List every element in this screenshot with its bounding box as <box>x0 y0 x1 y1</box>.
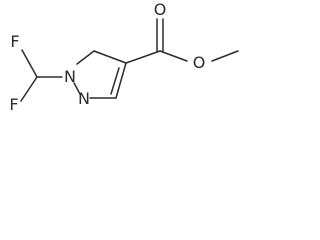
bond-c4-c3-inner <box>110 67 120 95</box>
structure-diagram: F F N N O O <box>9 0 239 114</box>
atom-label-fluorine-bottom: F <box>9 95 18 114</box>
bond-c5-c4 <box>93 50 127 64</box>
atom-label-nitrogen-1: N <box>64 67 76 86</box>
bond-oester-methyl <box>211 50 239 62</box>
bond-f-bottom-ch <box>20 76 38 102</box>
atom-label-nitrogen-2: N <box>78 89 90 108</box>
bond-c4-c3 <box>115 62 127 99</box>
atom-label-oxygen-ester: O <box>193 53 206 72</box>
bond-f-top-ch <box>21 49 38 78</box>
atom-label-oxygen-carbonyl: O <box>154 0 167 19</box>
bond-c4-carbonyl <box>125 50 161 64</box>
atom-label-fluorine-top: F <box>10 32 19 51</box>
bond-n1-c5 <box>76 50 95 65</box>
bond-n2-n1 <box>73 82 81 95</box>
bond-carbonyl-oester <box>159 50 188 62</box>
